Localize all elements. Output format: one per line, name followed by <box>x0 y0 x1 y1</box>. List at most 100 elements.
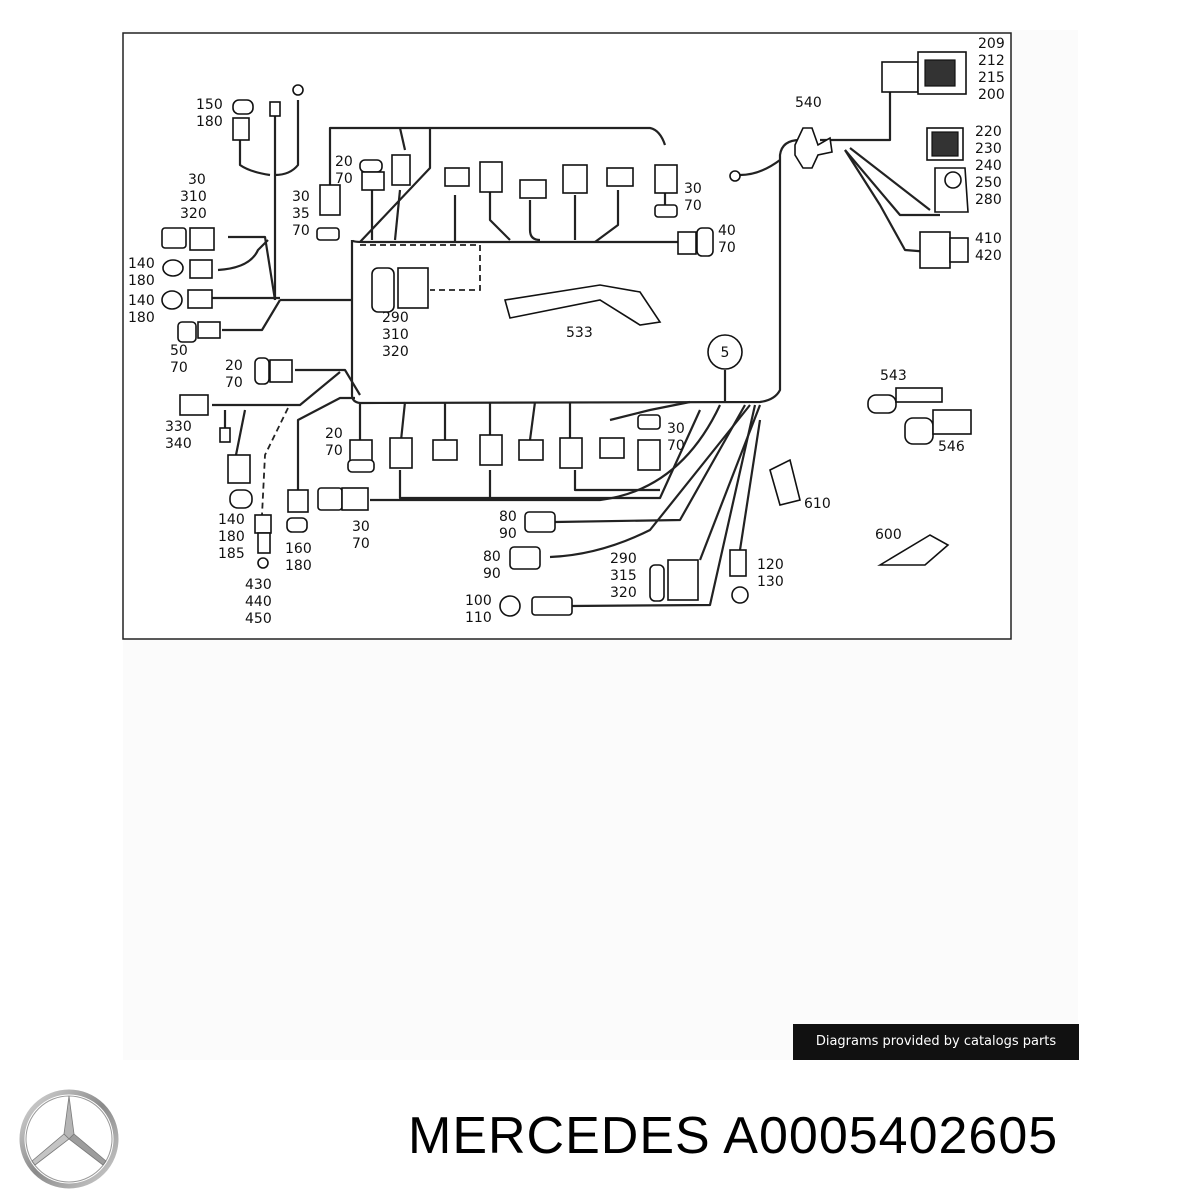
callout-label: 340 <box>165 436 192 452</box>
callout-label: 180 <box>196 114 223 130</box>
callout-label: 410 <box>975 231 1002 247</box>
svg-text:600: 600 <box>875 527 902 543</box>
callout-label: 70 <box>718 240 736 256</box>
mercedes-star-icon <box>18 1088 120 1190</box>
callout-label: 540 <box>795 95 822 111</box>
callout-label: 130 <box>757 574 784 590</box>
callout-label: 30 <box>352 519 370 535</box>
callout-label: 70 <box>170 360 188 376</box>
callout-label: 20 <box>225 358 243 374</box>
callout-label: 70 <box>684 198 702 214</box>
callout-label: 420 <box>975 248 1002 264</box>
callout-label: 230 <box>975 141 1002 157</box>
callout-label: 180 <box>218 529 245 545</box>
callout-label: 70 <box>225 375 243 391</box>
callout-label: 220 <box>975 124 1002 140</box>
reference-circle: 5 <box>707 334 743 370</box>
part-title: MERCEDES A0005402605 <box>408 1106 1058 1166</box>
callout-label: 50 <box>170 343 188 359</box>
callout-label: 30 <box>188 172 206 188</box>
callout-label: 40 <box>718 223 736 239</box>
callout-label: 70 <box>335 171 353 187</box>
callout-label: 320 <box>180 206 207 222</box>
callout-label: 430 <box>245 577 272 593</box>
callout-label: 209 <box>978 36 1005 52</box>
callout-label: 20 <box>325 426 343 442</box>
callout-label: 70 <box>352 536 370 552</box>
callout-label: 70 <box>667 438 685 454</box>
callout-label: 250 <box>975 175 1002 191</box>
callout-label: 120 <box>757 557 784 573</box>
callout-label: 240 <box>975 158 1002 174</box>
brand-name: MERCEDES <box>408 1107 711 1165</box>
callout-label: 543 <box>880 368 907 384</box>
callout-label: 215 <box>978 70 1005 86</box>
callout-label: 150 <box>196 97 223 113</box>
callout-label: 600 <box>875 527 902 543</box>
callout-label: 35 <box>292 206 310 222</box>
connector-parts <box>161 51 972 617</box>
reference-number: 5 <box>721 345 730 361</box>
diagram-frame <box>122 32 1012 640</box>
callout-label: 160 <box>285 541 312 557</box>
callout-label: 200 <box>978 87 1005 103</box>
svg-text:543: 543 <box>880 368 907 384</box>
callout-label: 610 <box>804 496 831 512</box>
callout-label: 30 <box>667 421 685 437</box>
svg-text:533: 533 <box>566 325 593 341</box>
callout-label: 310 <box>180 189 207 205</box>
credit-badge: Diagrams provided by catalogs parts <box>793 1024 1079 1060</box>
callout-label: 280 <box>975 192 1002 208</box>
callout-label: 140 <box>128 293 155 309</box>
callout-label: 70 <box>325 443 343 459</box>
callout-label: 180 <box>128 273 155 289</box>
callout-label: 450 <box>245 611 272 627</box>
callout-label: 90 <box>483 566 501 582</box>
callout-label: 110 <box>465 610 492 626</box>
callout-label: 310 <box>382 327 409 343</box>
callout-label: 30 <box>292 189 310 205</box>
callout-label: 140 <box>128 256 155 272</box>
callout-label: 290 <box>610 551 637 567</box>
callout-label: 440 <box>245 594 272 610</box>
callout-label: 80 <box>483 549 501 565</box>
callout-label: 70 <box>292 223 310 239</box>
part-number: A0005402605 <box>723 1107 1059 1165</box>
callout-label: 533 <box>566 325 593 341</box>
callout-label: 330 <box>165 419 192 435</box>
svg-text:540: 540 <box>795 95 822 111</box>
callout-label: 80 <box>499 509 517 525</box>
callout-label: 20 <box>335 154 353 170</box>
callout-label: 180 <box>128 310 155 326</box>
callout-label: 315 <box>610 568 637 584</box>
callout-label: 185 <box>218 546 245 562</box>
callout-label: 140 <box>218 512 245 528</box>
callout-label: 290 <box>382 310 409 326</box>
callout-label: 100 <box>465 593 492 609</box>
